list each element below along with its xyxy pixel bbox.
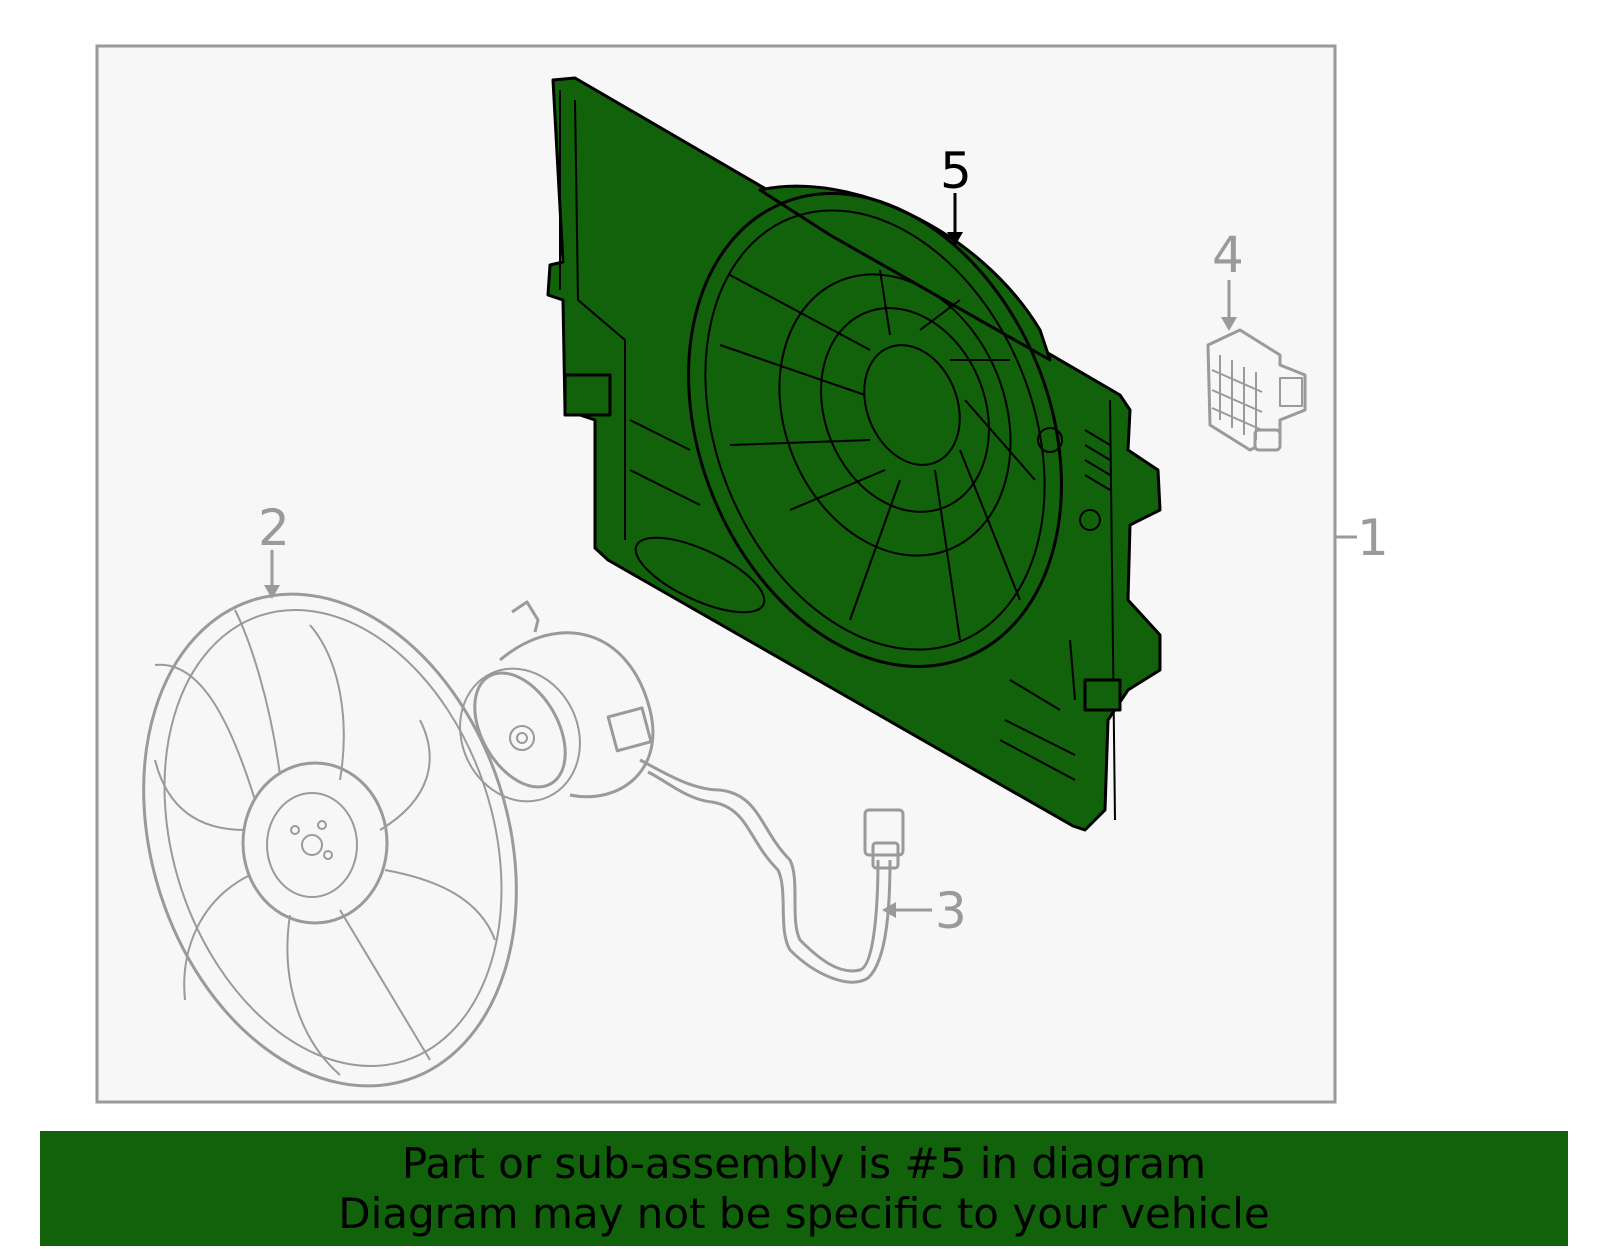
fan-motor-part[interactable] (439, 600, 905, 984)
resistor-module-part[interactable] (1206, 328, 1307, 452)
fan-blade-part[interactable] (83, 545, 577, 1134)
banner-line-2: Diagram may not be specific to your vehi… (338, 1188, 1270, 1238)
callout-1[interactable]: 1 (1357, 509, 1389, 567)
callout-2-arrowhead (264, 585, 280, 599)
callout-4-arrowhead (1221, 317, 1237, 331)
callout-2[interactable]: 2 (258, 499, 290, 557)
callout-5-arrowhead (947, 232, 963, 246)
callout-3[interactable]: 3 (935, 882, 967, 940)
banner-line-1: Part or sub-assembly is #5 in diagram (401, 1138, 1207, 1188)
info-banner: Part or sub-assembly is #5 in diagram Di… (40, 1131, 1568, 1246)
fan-shroud-part[interactable] (546, 76, 1162, 832)
callout-3-arrowhead (882, 902, 896, 918)
callout-5[interactable]: 5 (940, 142, 972, 200)
callout-4[interactable]: 4 (1212, 226, 1244, 284)
